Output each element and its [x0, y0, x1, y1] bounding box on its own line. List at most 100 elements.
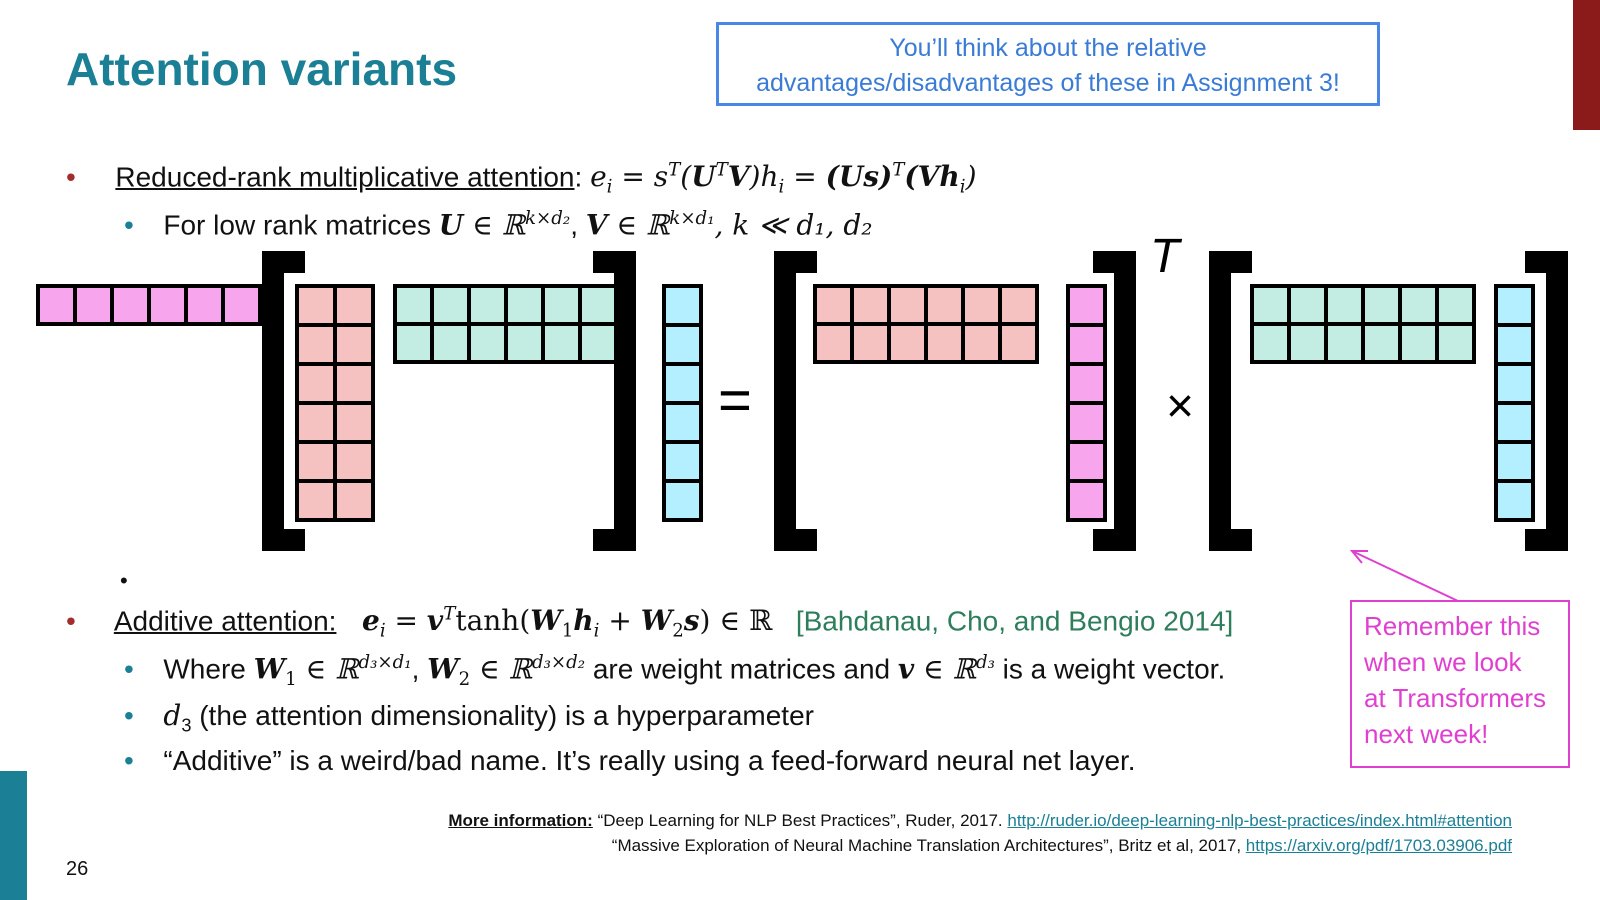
transformers-callout: Remember this when we look at Transforme…: [1350, 600, 1570, 768]
s-transpose-vector: [36, 284, 262, 326]
v-matrix-right-cell: [1324, 284, 1365, 326]
u-transpose-matrix-cell: [333, 284, 375, 327]
bullet-marker: •: [66, 605, 76, 637]
h-vector-cell: [662, 323, 703, 366]
v-matrix-right-cell: [1435, 322, 1476, 364]
s-vector-cell: [1066, 362, 1107, 405]
v-matrix-right-cell: [1324, 322, 1365, 364]
additive-label: Additive attention:: [113, 605, 337, 637]
s-vector-cell: [1066, 323, 1107, 366]
u-transpose-matrix: [295, 284, 375, 522]
bullet-marker: •: [124, 653, 134, 685]
v-matrix: [393, 284, 619, 364]
v-matrix-right-cell: [1250, 284, 1291, 326]
s-vector-cell: [1066, 401, 1107, 444]
v-matrix-cell: [393, 284, 434, 326]
callout-line: Remember this: [1364, 611, 1541, 641]
arxiv-link[interactable]: https://arxiv.org/pdf/1703.03906.pdf: [1245, 836, 1512, 855]
assignment-callout-line: You’ll think about the relative: [889, 34, 1207, 62]
slide-title: Attention variants: [66, 43, 458, 95]
v-matrix-right-cell: [1250, 322, 1291, 364]
v-matrix-right-cell: [1398, 284, 1439, 326]
h-vector-cell: [662, 362, 703, 405]
u-transpose-matrix-cell: [333, 362, 375, 405]
u-transpose-matrix-cell: [333, 440, 375, 483]
u-matrix-cell: [813, 284, 854, 326]
middle-bracket-close: [1093, 251, 1136, 551]
additive-equation: ei = vTtanh(W1hi + W2s) ∈ ℝ: [361, 604, 773, 642]
h-vector-right-cell: [1494, 440, 1535, 483]
u-matrix-cell: [924, 322, 965, 364]
left-bracket-open: [262, 251, 305, 551]
u-matrix-cell: [850, 284, 891, 326]
u-matrix-cell: [887, 284, 928, 326]
assignment-callout-line: advantages/disadvantages of these in Ass…: [756, 69, 1340, 97]
u-transpose-matrix-cell: [295, 362, 337, 405]
reference-1: More information: “Deep Learning for NLP…: [448, 811, 1512, 830]
s-vector-cell: [1066, 440, 1107, 483]
u-matrix-cell: [998, 284, 1039, 326]
v-matrix-right-cell: [1361, 322, 1402, 364]
corner-accent-bar: [1573, 0, 1600, 130]
v-matrix-cell: [430, 284, 471, 326]
v-matrix-cell: [541, 322, 582, 364]
v-matrix-cell: [541, 284, 582, 326]
assignment-callout: You’ll think about the relative advantag…: [716, 22, 1380, 106]
callout-line: next week!: [1364, 719, 1489, 749]
h-vector-right: [1494, 284, 1535, 522]
u-transpose-matrix-cell: [333, 479, 375, 522]
u-matrix-cell: [998, 322, 1039, 364]
s-transpose-vector-cell: [147, 284, 188, 326]
h-vector-right-cell: [1494, 401, 1535, 444]
v-matrix-cell: [578, 284, 619, 326]
right-bracket-open: [1209, 251, 1252, 551]
v-matrix-right-cell: [1287, 284, 1328, 326]
u-transpose-matrix-cell: [295, 323, 337, 366]
v-matrix-cell: [467, 322, 508, 364]
sub-bullet-d3: • d3 (the attention dimensionality) is a…: [124, 699, 814, 736]
v-matrix-cell: [467, 284, 508, 326]
s-transpose-vector-cell: [73, 284, 114, 326]
u-matrix-cell: [887, 322, 928, 364]
bullet-marker: •: [124, 700, 134, 731]
right-bracket-close: [1525, 251, 1568, 551]
left-bracket-close: [593, 251, 636, 551]
s-transpose-vector-cell: [221, 284, 262, 326]
v-matrix-cell: [430, 322, 471, 364]
u-matrix-cell: [813, 322, 854, 364]
low-rank-diagram: = T ×: [36, 230, 1568, 551]
u-matrix-cell: [850, 322, 891, 364]
u-matrix: [813, 284, 1039, 364]
s-vector: [1066, 284, 1107, 522]
h-vector-cell: [662, 440, 703, 483]
sub-bullet-low-rank: • For low rank matrices U ∈ ℝk×d₂, V ∈ ℝ…: [124, 208, 873, 242]
h-vector-cell: [662, 401, 703, 444]
references: More information: “Deep Learning for NLP…: [352, 808, 1512, 858]
sub-bullet-where: • Where W1 ∈ ℝd₃×d₁, W2 ∈ ℝd₃×d₂ are wei…: [124, 652, 1226, 690]
callout-line: at Transformers: [1364, 683, 1547, 713]
h-vector-right-cell: [1494, 479, 1535, 522]
h-vector-cell: [662, 284, 703, 327]
u-matrix-cell: [961, 322, 1002, 364]
h-vector: [662, 284, 703, 522]
v-matrix-right-cell: [1435, 284, 1476, 326]
u-transpose-matrix-cell: [295, 479, 337, 522]
s-vector-cell: [1066, 284, 1107, 327]
h-vector-right-cell: [1494, 284, 1535, 327]
u-transpose-matrix-cell: [333, 323, 375, 366]
u-transpose-matrix-cell: [333, 401, 375, 444]
empty-bullet: •: [120, 568, 128, 593]
v-matrix-cell: [504, 284, 545, 326]
reference-2: “Massive Exploration of Neural Machine T…: [611, 836, 1512, 855]
u-transpose-matrix-cell: [295, 401, 337, 444]
s-transpose-vector-cell: [36, 284, 77, 326]
left-accent-bar: [0, 771, 27, 900]
ruder-link[interactable]: http://ruder.io/deep-learning-nlp-best-p…: [1007, 811, 1512, 830]
u-transpose-matrix-cell: [295, 284, 337, 327]
middle-bracket-open: [774, 251, 817, 551]
equals-sign: =: [718, 368, 752, 433]
times-sign: ×: [1166, 380, 1194, 433]
bullet-reduced-rank: • Reduced-rank multiplicative attention:…: [66, 160, 977, 198]
bullet-marker: •: [124, 745, 134, 776]
transpose-symbol: T: [1150, 230, 1183, 283]
